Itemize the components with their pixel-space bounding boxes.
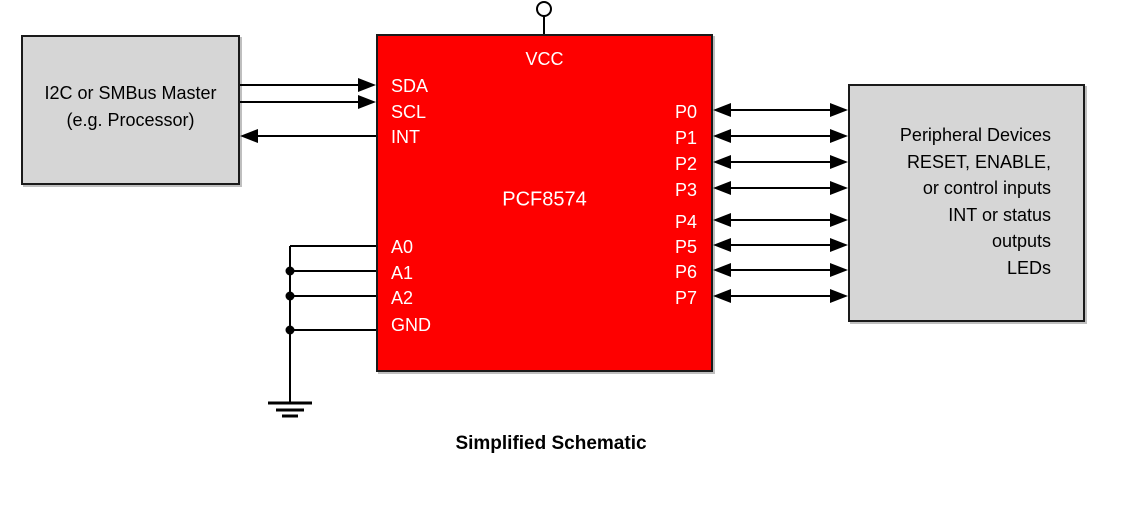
arrowhead-left-icon xyxy=(240,129,258,143)
figure-caption: Simplified Schematic xyxy=(455,433,647,454)
pcf8574-chip-box: VCC SDA SCL INT PCF8574 A0 A1 A2 GND P0 … xyxy=(376,34,713,372)
arrowhead-left-icon xyxy=(713,263,731,277)
arrowhead-left-icon xyxy=(713,181,731,195)
pin-label-p4: P4 xyxy=(674,212,697,232)
port-wire-p1 xyxy=(713,129,848,143)
pin-label-scl: SCL xyxy=(391,102,427,122)
arrowhead-right-icon xyxy=(830,103,848,117)
arrowhead-left-icon xyxy=(713,213,731,227)
arrowhead-left-icon xyxy=(713,103,731,117)
pin-label-a2: A2 xyxy=(391,288,414,308)
pin-label-p5: P5 xyxy=(674,237,697,257)
port-wire-p2 xyxy=(713,155,848,169)
peripheral-text-line: INT or status xyxy=(948,204,1051,225)
port-wire-p3 xyxy=(713,181,848,195)
pin-label-p0: P0 xyxy=(674,102,697,122)
port-wire-p5 xyxy=(713,238,848,252)
arrowhead-left-icon xyxy=(713,155,731,169)
pin-label-sda: SDA xyxy=(391,76,429,96)
peripheral-devices-text: Peripheral Devices RESET, ENABLE, or con… xyxy=(860,122,1051,281)
scl-wire xyxy=(240,95,376,109)
peripheral-devices-box: Peripheral Devices RESET, ENABLE, or con… xyxy=(848,84,1085,322)
pin-label-p2: P2 xyxy=(674,154,697,174)
arrowhead-right-icon xyxy=(358,95,376,109)
pin-label-p7: P7 xyxy=(674,288,697,308)
peripheral-text-line: or control inputs xyxy=(922,178,1051,198)
pin-label-a1: A1 xyxy=(391,263,414,283)
i2c-master-box: I2C or SMBus Master (e.g. Processor) xyxy=(21,35,240,185)
peripheral-text-line: RESET, ENABLE, xyxy=(906,151,1051,172)
arrowhead-right-icon xyxy=(830,155,848,169)
pin-label-p6: P6 xyxy=(674,262,697,282)
i2c-master-label-line1: I2C or SMBus Master xyxy=(44,83,217,103)
chip-name: PCF8574 xyxy=(502,188,587,211)
i2c-master-label-line2: (e.g. Processor) xyxy=(66,110,195,130)
port-wire-p4 xyxy=(713,213,848,227)
arrowhead-right-icon xyxy=(830,263,848,277)
arrowhead-right-icon xyxy=(830,238,848,252)
junction-dot xyxy=(285,291,295,301)
arrowhead-left-icon xyxy=(713,129,731,143)
pin-label-gnd: GND xyxy=(391,315,431,335)
arrowhead-left-icon xyxy=(713,289,731,303)
vcc-terminal xyxy=(536,1,552,34)
pin-label-p1: P1 xyxy=(674,128,697,148)
address-wires xyxy=(285,245,376,403)
arrowhead-right-icon xyxy=(830,129,848,143)
port-wires xyxy=(713,103,848,303)
peripheral-text-line: LEDs xyxy=(1006,257,1051,278)
junction-dot xyxy=(285,325,295,335)
sda-wire xyxy=(240,78,376,92)
peripheral-text-line: outputs xyxy=(991,231,1051,251)
arrowhead-left-icon xyxy=(713,238,731,252)
pin-label-int: INT xyxy=(391,127,420,147)
junction-dot xyxy=(285,266,295,276)
arrowhead-right-icon xyxy=(358,78,376,92)
arrowhead-right-icon xyxy=(830,289,848,303)
vcc-terminal-circle xyxy=(536,1,552,17)
port-wire-p7 xyxy=(713,289,848,303)
peripheral-text-line: Peripheral Devices xyxy=(899,125,1051,145)
pin-label-vcc: VCC xyxy=(525,49,564,69)
arrowhead-right-icon xyxy=(830,213,848,227)
arrowhead-right-icon xyxy=(830,181,848,195)
pin-label-p3: P3 xyxy=(674,180,697,200)
port-wire-p6 xyxy=(713,263,848,277)
pin-label-a0: A0 xyxy=(391,237,414,257)
ground-symbol-icon xyxy=(268,401,312,418)
int-wire xyxy=(240,129,376,143)
port-wire-p0 xyxy=(713,103,848,117)
